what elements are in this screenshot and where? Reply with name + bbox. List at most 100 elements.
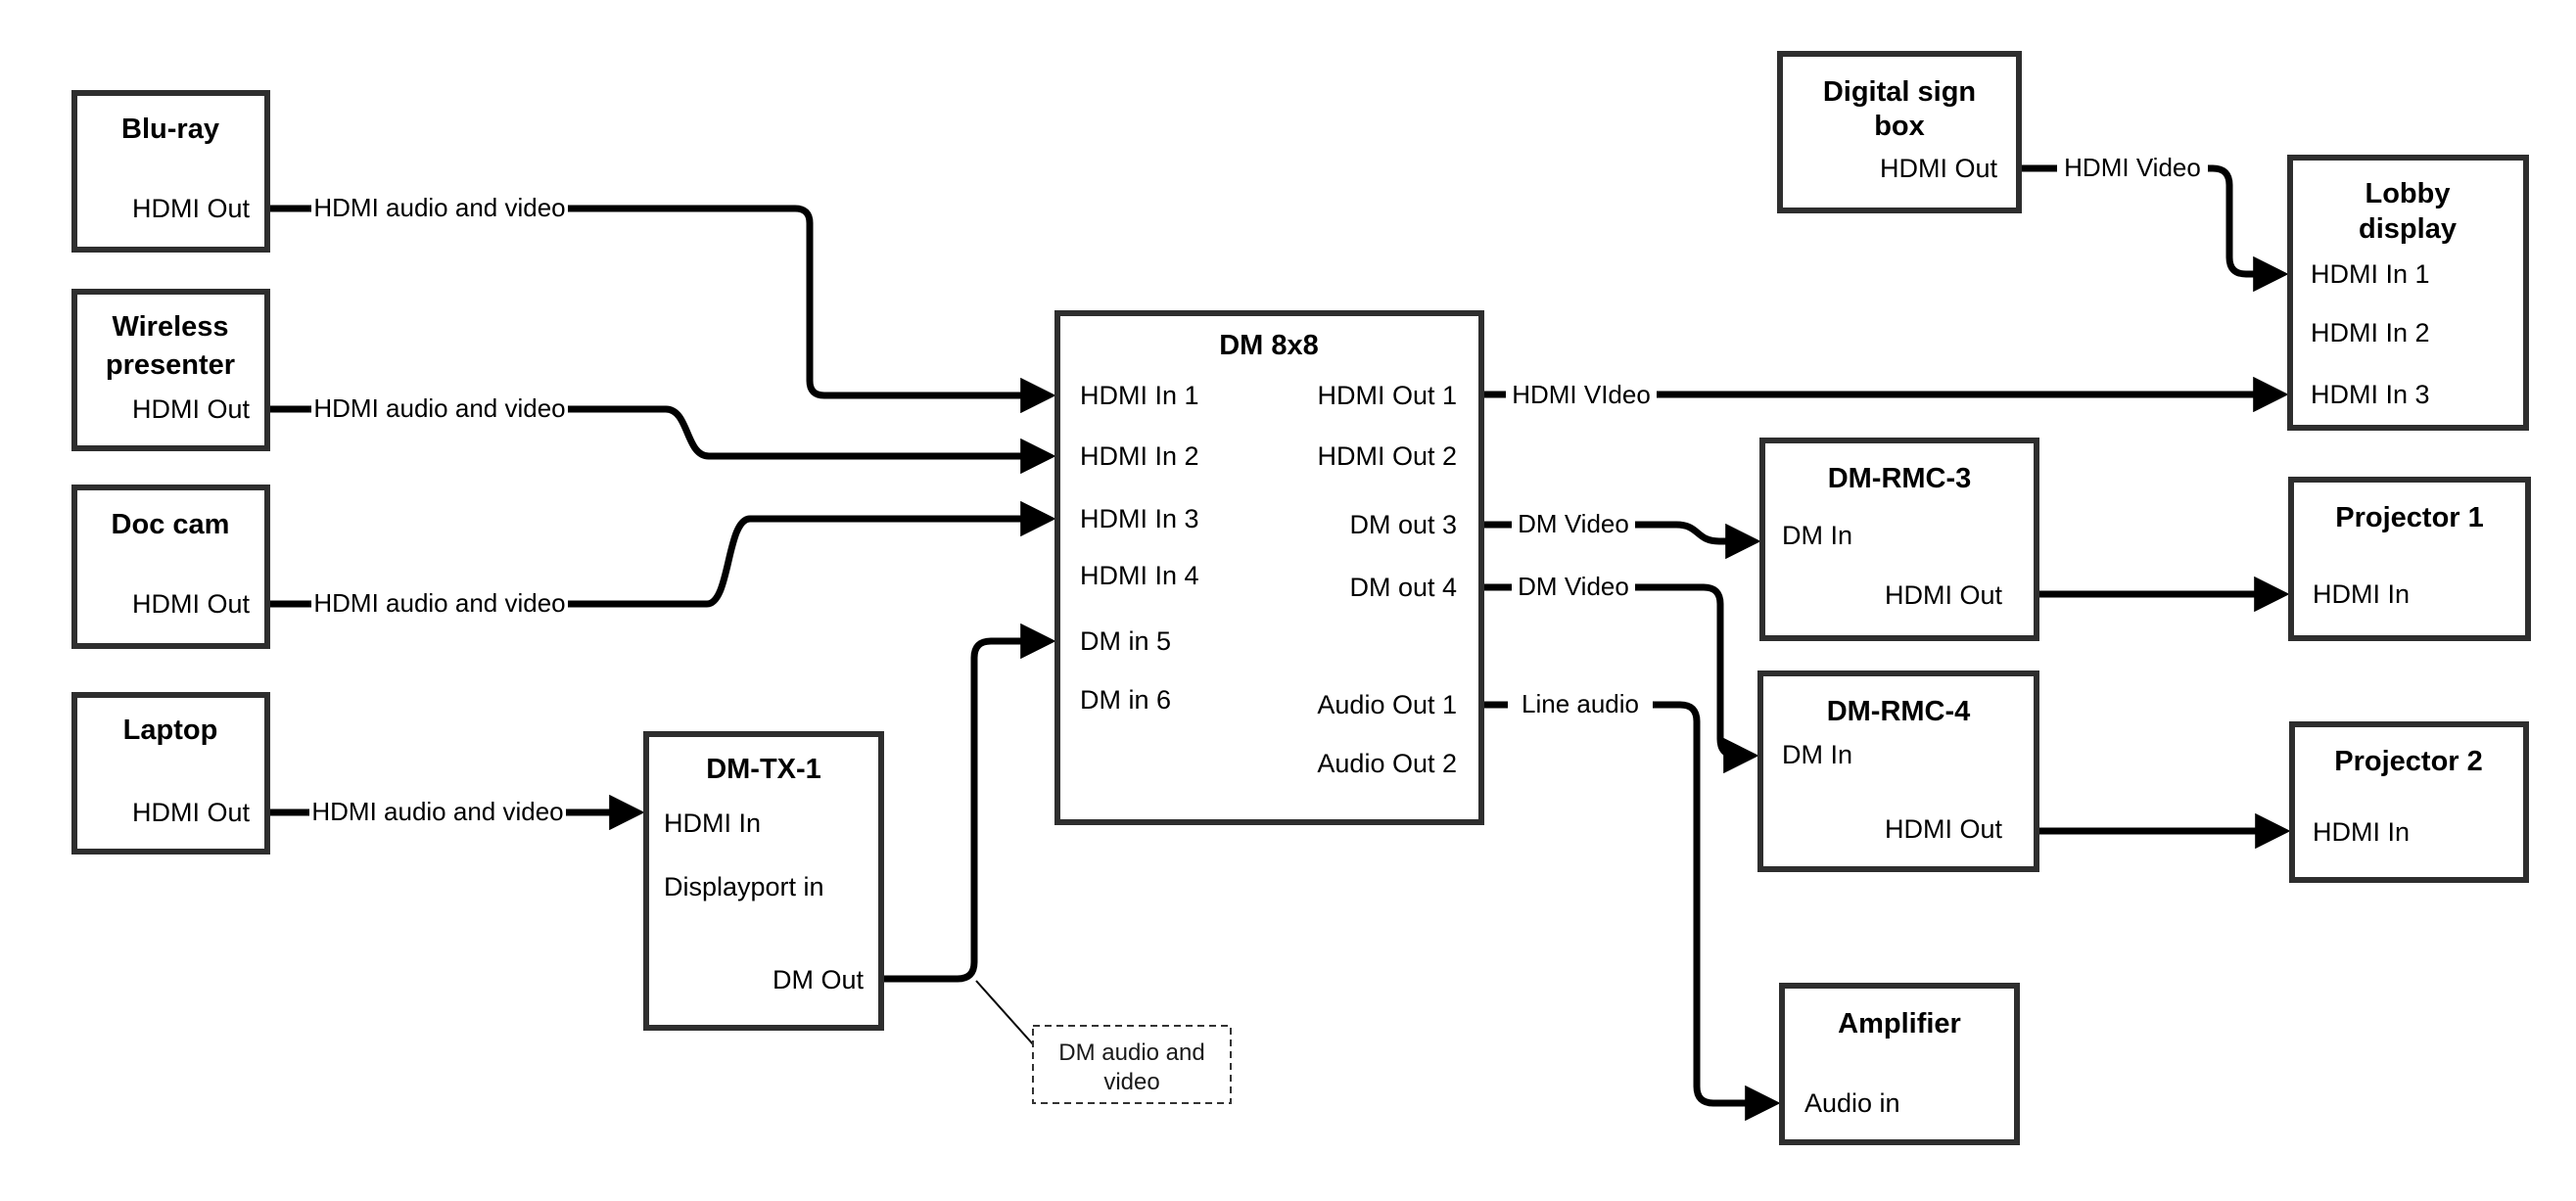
node-dm-rmc-3: DM-RMC-3 DM In HDMI Out: [1759, 438, 2039, 641]
node-title-line2: presenter: [106, 349, 235, 381]
port-hdmi-out: HDMI Out: [132, 194, 251, 223]
port-hdmi-in-1: HDMI In 1: [2311, 259, 2430, 289]
node-title-line2: display: [2359, 213, 2457, 245]
wire-label-text: DM Video: [1518, 572, 1629, 601]
wire-label-audio-out-1: Line audio: [1508, 685, 1653, 724]
port-audio-out-2: Audio Out 2: [1317, 749, 1457, 778]
note-box: [1032, 1025, 1232, 1104]
port-dm-in-6: DM in 6: [1080, 685, 1171, 715]
port-dm-out-4: DM out 4: [1349, 573, 1457, 602]
wire-label-text: HDMI Video: [2064, 153, 2201, 182]
wire-label-mask: [311, 189, 568, 228]
node-title-line1: Digital sign: [1823, 76, 1976, 108]
port-hdmi-in: HDMI In: [2313, 579, 2410, 609]
wire-wireless-to-dm8x8-in2: [267, 405, 1056, 475]
node-doc-cam: Doc cam HDMI Out: [71, 485, 270, 649]
node-title: Laptop: [123, 715, 218, 746]
node-box: [643, 731, 884, 1031]
port-hdmi-in: HDMI In: [2313, 817, 2410, 847]
port-hdmi-out: HDMI Out: [1880, 154, 1998, 183]
wire-label-wireless: HDMI audio and video: [311, 390, 568, 429]
wire-label-digital-sign: HDMI Video: [2057, 149, 2208, 188]
port-hdmi-out: HDMI Out: [132, 589, 251, 619]
port-hdmi-out-2: HDMI Out 2: [1317, 441, 1457, 471]
port-hdmi-in-2: HDMI In 2: [1080, 441, 1199, 471]
node-title: Blu-ray: [121, 114, 219, 145]
port-dm-in: DM In: [1782, 740, 1852, 769]
node-digital-sign-box: Digital sign box HDMI Out: [1777, 51, 2022, 213]
port-hdmi-out-1: HDMI Out 1: [1317, 381, 1457, 410]
port-audio-in: Audio in: [1804, 1088, 1900, 1118]
node-box: [2287, 155, 2529, 431]
node-box: [71, 90, 270, 253]
node-title: DM-RMC-3: [1828, 463, 1972, 494]
wire-dmtx1-dmout-to-dm8x8-in5: [881, 623, 1056, 983]
wire-label-text: HDMI audio and video: [313, 193, 565, 222]
port-hdmi-in-1: HDMI In 1: [1080, 381, 1199, 410]
node-box: [1779, 983, 2020, 1145]
note-text-line1: DM audio and: [1058, 1039, 1204, 1066]
node-dm-tx-1: DM-TX-1 HDMI In Displayport in DM Out: [643, 731, 884, 1031]
port-hdmi-out: HDMI Out: [1885, 580, 2003, 610]
port-hdmi-in-2: HDMI In 2: [2311, 318, 2430, 347]
node-title-line1: Wireless: [112, 311, 228, 343]
node-title: DM-RMC-4: [1827, 696, 1971, 727]
wire-label-text: HDMI audio and video: [311, 797, 563, 826]
node-title: Amplifier: [1838, 1008, 1961, 1039]
wire-label-mask: [1512, 568, 1635, 607]
port-dm-in-5: DM in 5: [1080, 626, 1171, 656]
node-title: DM 8x8: [1219, 330, 1319, 361]
node-title: Doc cam: [112, 509, 230, 540]
wire-label-text: Line audio: [1522, 689, 1639, 718]
wire-label-hdmi-out-1: HDMI VIdeo: [1506, 376, 1657, 415]
wire-dm8x8-audioout1-to-amplifier: [1481, 701, 1781, 1122]
note-dm-audio-and-video: DM audio and video: [1032, 1025, 1232, 1104]
node-box: [71, 485, 270, 649]
wire-dm8x8-out3-to-dmrmc3: [1481, 521, 1761, 560]
port-hdmi-in-3: HDMI In 3: [1080, 504, 1199, 533]
port-dm-out-3: DM out 3: [1349, 510, 1457, 539]
port-hdmi-in: HDMI In: [664, 808, 761, 838]
node-box: [1777, 51, 2022, 213]
wire-label-dm-out-3: DM Video: [1512, 505, 1635, 544]
node-title: DM-TX-1: [706, 754, 821, 785]
port-dm-out: DM Out: [773, 965, 865, 994]
node-wireless-presenter: Wireless presenter HDMI Out: [71, 289, 270, 451]
wire-label-mask: [311, 584, 568, 624]
wire-label-text: HDMI audio and video: [313, 393, 565, 423]
node-bluray: Blu-ray HDMI Out: [71, 90, 270, 253]
node-box: [1759, 438, 2039, 641]
port-hdmi-out: HDMI Out: [132, 798, 251, 827]
node-box: [71, 692, 270, 855]
node-dm-8x8: DM 8x8 HDMI In 1 HDMI In 2 HDMI In 3 HDM…: [1054, 310, 1484, 825]
node-box: [71, 289, 270, 451]
wire-dm8x8-out4-to-dmrmc4: [1481, 583, 1759, 774]
wire-label-mask: [311, 390, 568, 429]
node-title-line1: Lobby: [2365, 178, 2451, 209]
node-title: Projector 1: [2335, 502, 2484, 533]
wire-label-text: HDMI VIdeo: [1512, 380, 1651, 409]
node-amplifier: Amplifier Audio in: [1779, 983, 2020, 1145]
note-text-line2: video: [1103, 1069, 1159, 1095]
node-box: [2288, 477, 2531, 641]
wire-label-mask: [309, 793, 566, 832]
node-laptop: Laptop HDMI Out: [71, 692, 270, 855]
wire-label-mask: [1508, 685, 1653, 724]
wire-label-dm-out-4: DM Video: [1512, 568, 1635, 607]
port-displayport-in: Displayport in: [664, 872, 824, 901]
node-title-line2: box: [1874, 111, 1925, 142]
node-lobby-display: Lobby display HDMI In 1 HDMI In 2 HDMI I…: [2287, 155, 2529, 431]
wire-label-bluray: HDMI audio and video: [311, 189, 568, 228]
wire-digitalsign-to-lobby-in1: [2019, 164, 2289, 293]
node-box: [1054, 310, 1484, 825]
node-dm-rmc-4: DM-RMC-4 DM In HDMI Out: [1757, 670, 2039, 872]
port-hdmi-out: HDMI Out: [1885, 814, 2003, 844]
wire-label-mask: [1506, 376, 1657, 415]
node-projector-1: Projector 1 HDMI In: [2288, 477, 2531, 641]
port-hdmi-in-3: HDMI In 3: [2311, 380, 2430, 409]
wire-bluray-to-dm8x8-in1: [267, 205, 1056, 414]
wire-label-text: HDMI audio and video: [313, 588, 565, 618]
port-hdmi-out: HDMI Out: [132, 394, 251, 424]
wire-label-text: DM Video: [1518, 509, 1629, 538]
